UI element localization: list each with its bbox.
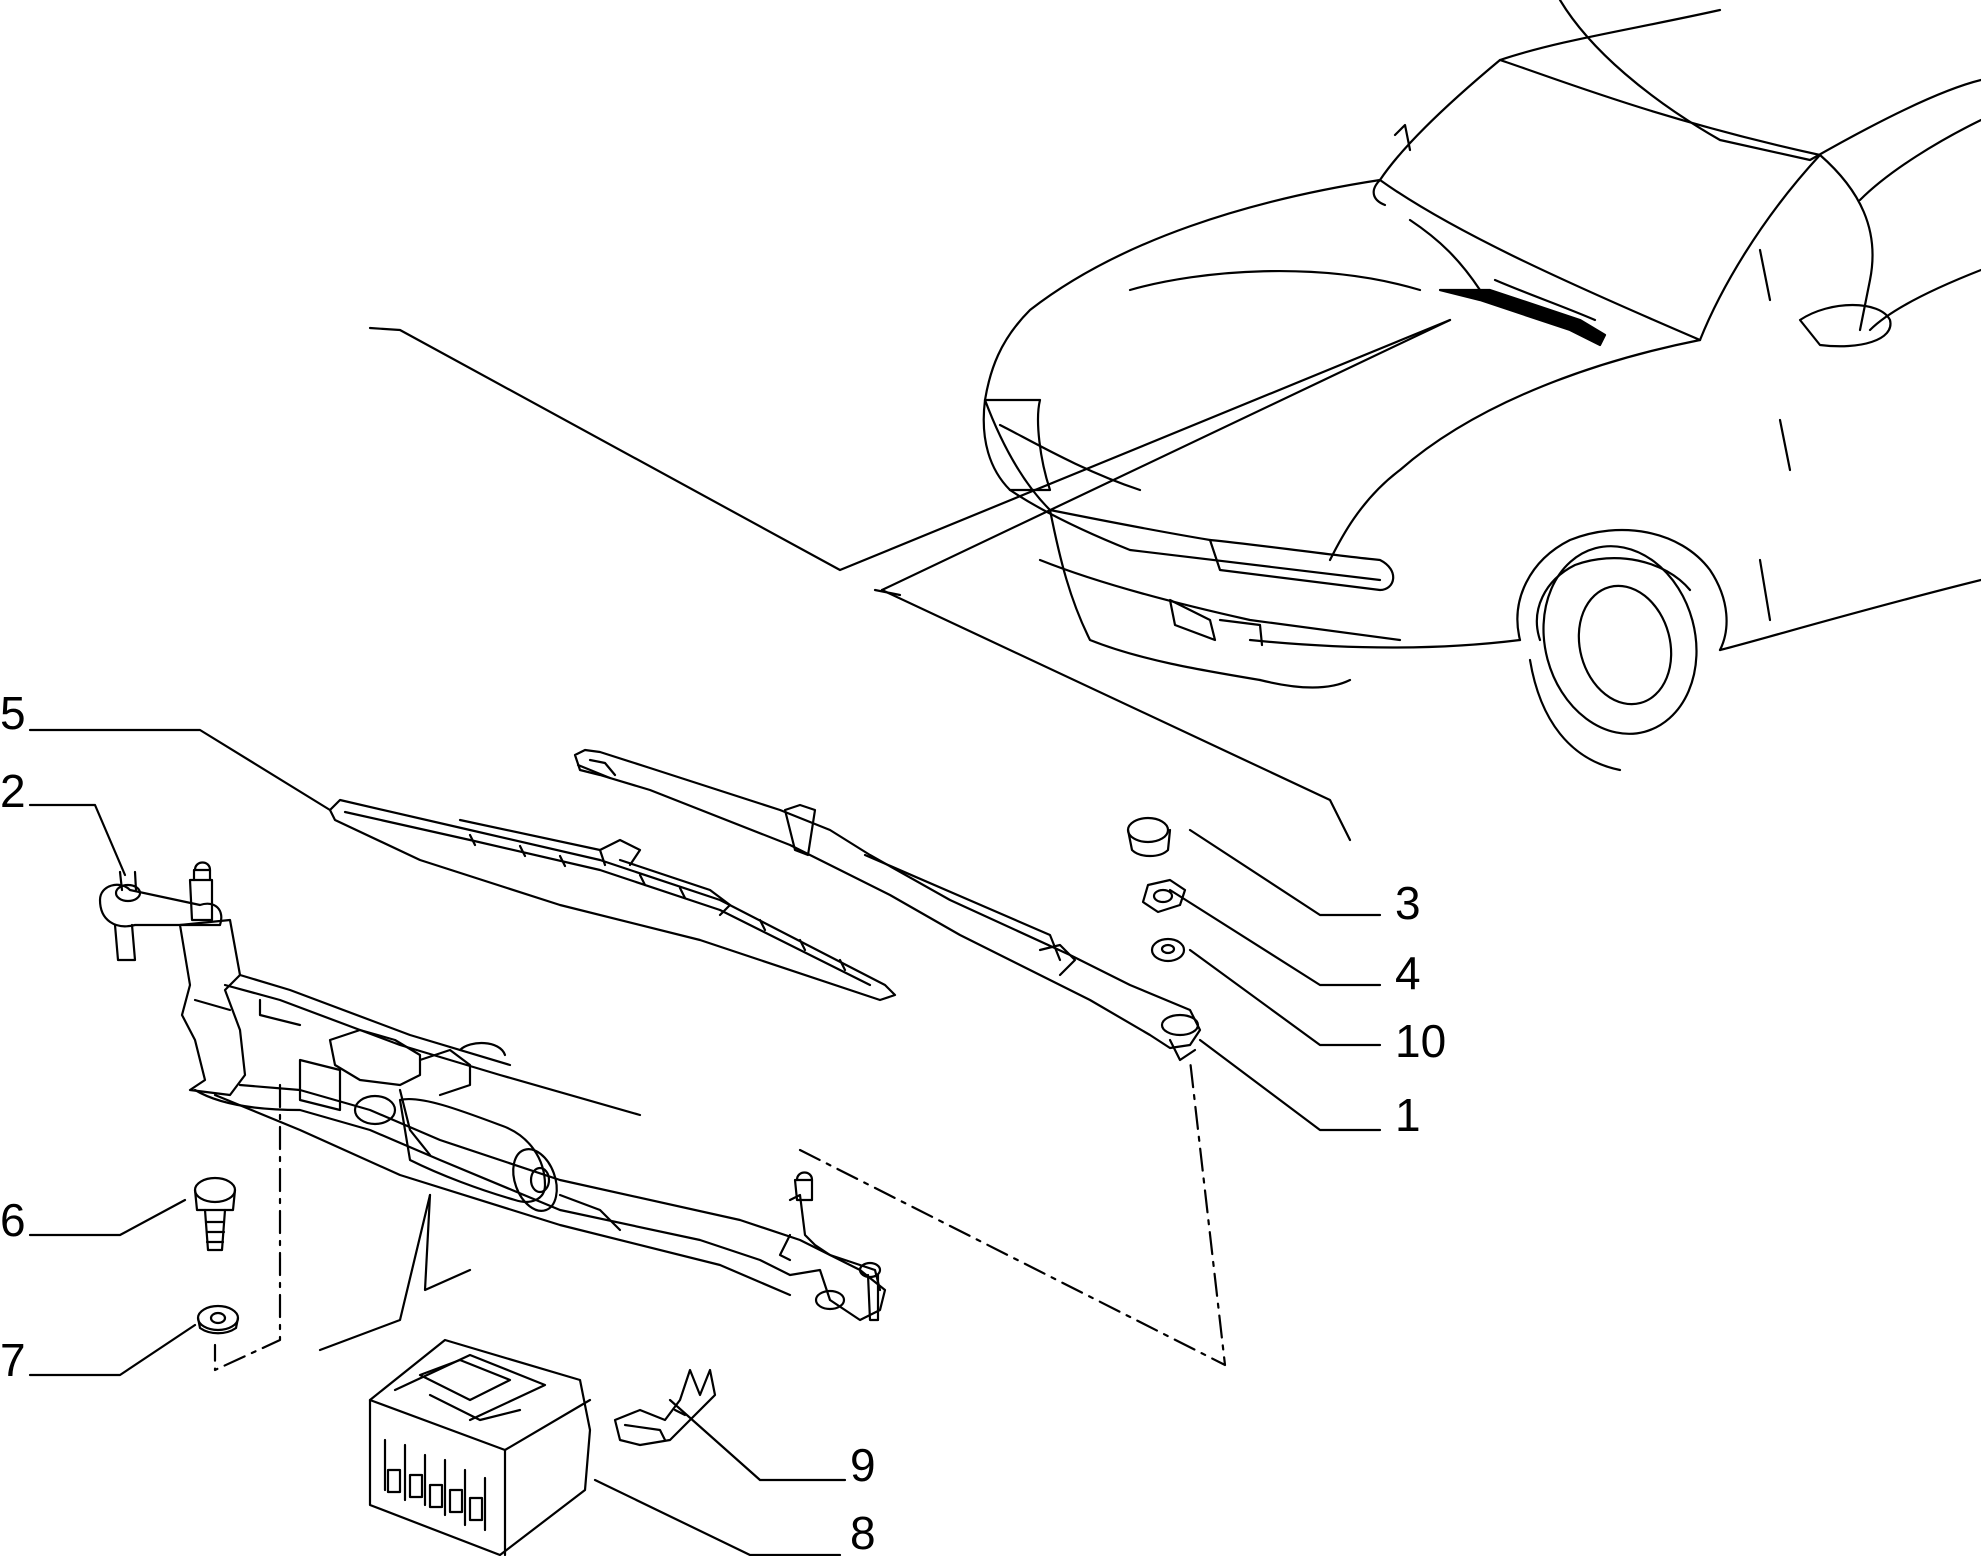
callout-2: 2 — [0, 765, 26, 817]
car-illustration — [982, 0, 1981, 772]
callout-1: 1 — [1395, 1089, 1421, 1141]
cap-nut-part — [1126, 816, 1172, 858]
wiper-arm — [573, 748, 1202, 1062]
wiper-linkage-motor — [98, 861, 887, 1322]
callout-5: 5 — [0, 687, 26, 739]
wiper-blade — [328, 798, 897, 1002]
terminal-part — [613, 1368, 717, 1447]
callout-4: 4 — [1395, 947, 1421, 999]
callout-9: 9 — [850, 1439, 876, 1491]
callout-7: 7 — [0, 1334, 26, 1386]
callout-6: 6 — [0, 1194, 26, 1246]
callout-10: 10 — [1395, 1015, 1447, 1067]
leader-lines — [28, 318, 1452, 1556]
spacer-washer-part — [196, 1304, 240, 1335]
callout-8: 8 — [850, 1507, 876, 1559]
bolt-part — [193, 1176, 237, 1252]
connector-part — [368, 1338, 592, 1556]
washer-part — [1150, 937, 1186, 963]
callout-3: 3 — [1395, 877, 1421, 929]
hex-nut-part — [1141, 878, 1187, 914]
